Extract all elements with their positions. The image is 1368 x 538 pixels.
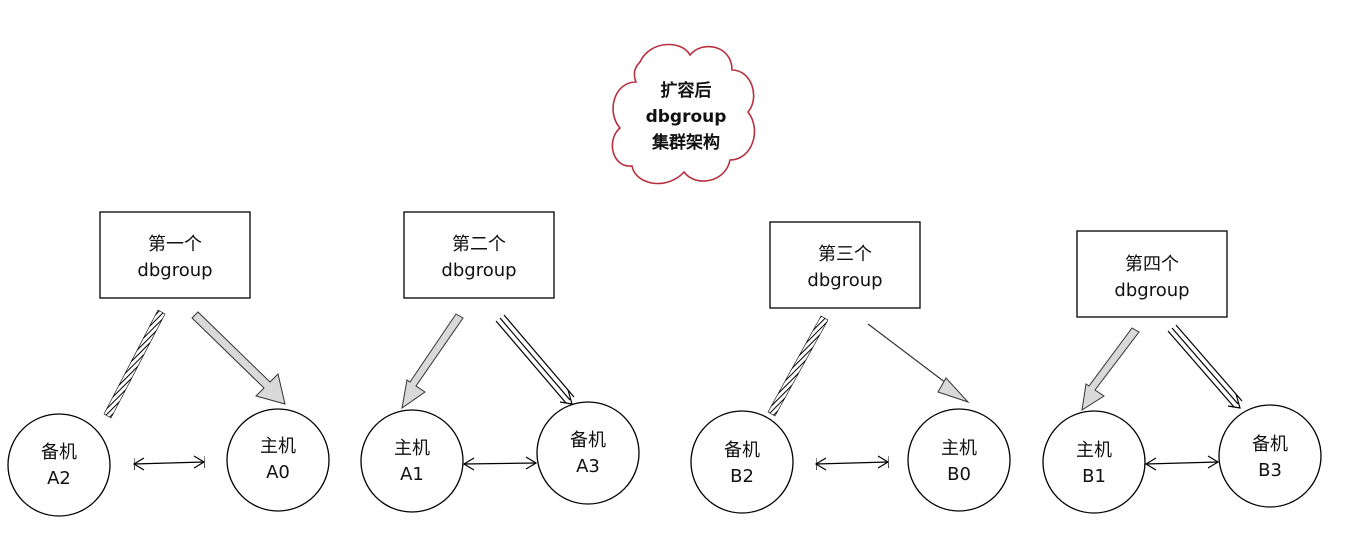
node-id: B0: [947, 464, 971, 485]
replication-arrow-hatched: [103, 309, 166, 419]
node-role: 主机: [1076, 440, 1112, 461]
node-standby: [7, 413, 111, 517]
dbgroup-3: 第三个 dbgroup 备机 B2 主机 B0: [690, 221, 1011, 514]
dbgroup-box: [1076, 230, 1228, 318]
sync-link: [463, 462, 537, 465]
node-id: A3: [576, 456, 600, 477]
title-line2: dbgroup: [646, 107, 727, 127]
node-standby: [1218, 404, 1322, 508]
dbgroup-label: dbgroup: [1114, 280, 1189, 301]
node-primary: [907, 408, 1011, 512]
dbgroup-box: [769, 221, 921, 309]
dbgroup-name: 第三个: [818, 244, 872, 265]
node-primary: [360, 409, 464, 513]
node-id: B1: [1082, 466, 1106, 487]
cloud-shape: [611, 43, 756, 185]
dbgroup-label: dbgroup: [807, 270, 882, 291]
dbgroup-label: dbgroup: [137, 260, 212, 281]
node-role: 备机: [570, 430, 606, 451]
node-role: 主机: [394, 438, 430, 459]
node-id: A1: [400, 464, 424, 485]
replication-arrow-hatched: [767, 315, 829, 417]
node-id: A0: [266, 462, 290, 483]
dbgroup-label: dbgroup: [441, 260, 516, 281]
title-cloud: 扩容后 dbgroup 集群架构: [611, 43, 756, 185]
sync-arrowhead: [462, 456, 538, 471]
title-line3: 集群架构: [651, 132, 720, 153]
connection-arrow-primary: [1081, 327, 1140, 412]
connection-arrow-primary: [401, 313, 464, 410]
dbgroup-4: 第四个 dbgroup 主机 B1 备机 B3: [1042, 230, 1322, 514]
connection-arrow-primary: [867, 323, 970, 404]
dbgroup-name: 第四个: [1125, 254, 1179, 275]
node-id: B3: [1258, 460, 1282, 481]
dbgroup-box: [403, 211, 555, 299]
node-primary: [226, 408, 330, 512]
node-id: B2: [730, 466, 754, 487]
node-role: 备机: [41, 442, 77, 463]
dbgroup-2: 第二个 dbgroup 主机 A1 备机 A3: [360, 211, 640, 513]
dbgroup-1: 第一个 dbgroup 备机 A2 主机 A0: [7, 211, 330, 517]
replication-arrow-double: [495, 314, 575, 405]
sync-link: [1145, 461, 1219, 465]
title-line1: 扩容后: [661, 80, 712, 101]
node-standby: [690, 410, 794, 514]
sync-arrowhead: [1144, 455, 1220, 471]
dbgroup-box: [99, 211, 251, 299]
node-standby: [536, 401, 640, 505]
connection-arrow-primary: [191, 311, 286, 405]
dbgroup-name: 第一个: [148, 234, 202, 255]
node-role: 备机: [1252, 434, 1288, 455]
sync-link: [134, 462, 204, 464]
sync-link: [816, 462, 888, 464]
replication-arrow-double: [1167, 324, 1243, 409]
sync-arrowhead: [132, 455, 206, 471]
node-role: 备机: [724, 440, 760, 461]
node-role: 主机: [941, 438, 977, 459]
node-role: 主机: [260, 436, 296, 457]
sync-arrowhead: [814, 455, 890, 471]
node-primary: [1042, 410, 1146, 514]
node-id: A2: [47, 468, 71, 489]
dbgroup-name: 第二个: [452, 234, 506, 255]
